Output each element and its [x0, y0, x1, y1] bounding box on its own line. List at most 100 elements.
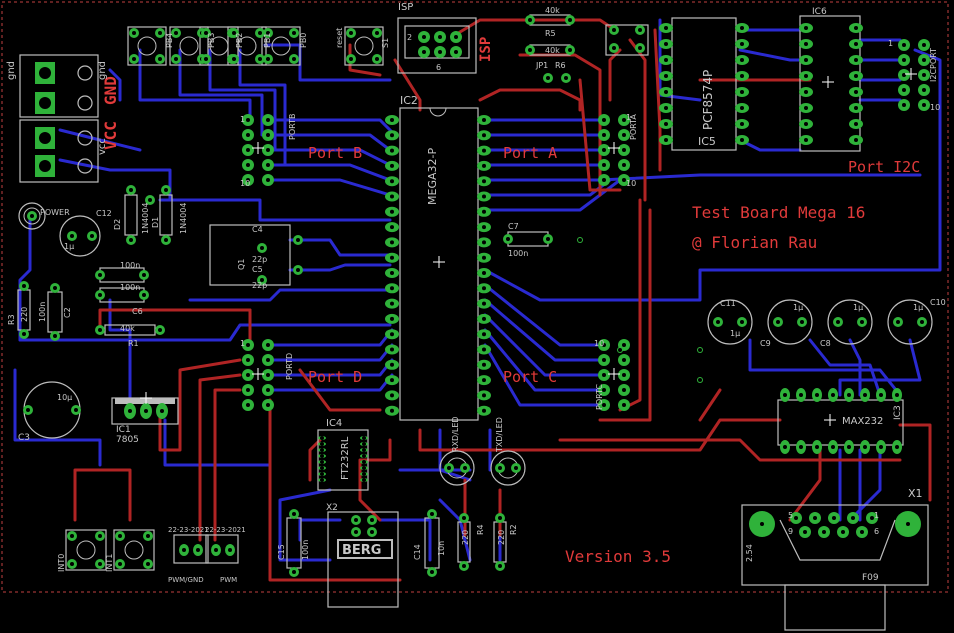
ic2-pad-hole: [390, 133, 394, 138]
ic6-pad-hole: [854, 42, 858, 46]
ic6-pad-hole: [854, 74, 858, 78]
portb-pad-hole: [246, 178, 250, 182]
r2-name: R2: [509, 524, 518, 535]
int1-button-outline: [113, 529, 155, 571]
portb-pad-hole: [266, 178, 270, 182]
portd-pad-hole: [266, 343, 270, 347]
portb-pad-hole: [266, 148, 270, 152]
title-line1: Test Board Mega 16: [692, 203, 865, 222]
c4-name: C4: [252, 225, 263, 234]
ic5-pad-hole: [740, 90, 744, 94]
part-pad-hole: [22, 284, 26, 288]
part-pad-hole: [260, 246, 264, 250]
porta-pad-hole: [622, 178, 626, 182]
x1-pad-hole: [803, 530, 807, 534]
ic3-pad-hole: [879, 393, 883, 397]
gnd-label: GND: [101, 76, 120, 105]
i2c-header-label: I2CPORT: [929, 48, 938, 82]
pb2-label: PB2: [235, 33, 244, 48]
i2c-pad-hole: [922, 58, 926, 62]
int0-button-outline: [65, 529, 107, 571]
ic4-pad-hole: [362, 460, 366, 464]
ic1-pad-hole: [144, 409, 148, 413]
ic2-pad-hole: [482, 179, 486, 184]
ic4-pad-hole: [320, 448, 324, 452]
ic2-pad-hole: [482, 240, 486, 245]
int-button-pad-hole: [118, 562, 122, 566]
button-pad-hole: [258, 31, 262, 35]
via-hole: [698, 378, 702, 382]
x1-dim-label: 2.54: [745, 544, 754, 562]
button-pad-hole: [232, 31, 236, 35]
ic3-pad-hole: [863, 393, 867, 397]
ic5-pad-hole: [664, 26, 668, 30]
ic5-name: IC5: [698, 135, 716, 148]
porta-pad-hole: [602, 118, 606, 122]
porta-pad-hole: [602, 148, 606, 152]
ic5-outline: [671, 17, 737, 151]
ic5-pad-hole: [740, 58, 744, 62]
button-pad-hole: [174, 57, 178, 61]
int-button-pad-hole: [70, 562, 74, 566]
c14-value: 10n: [437, 541, 446, 556]
ic2-pad-hole: [482, 301, 486, 306]
pwm-pad-hole: [196, 548, 200, 552]
ic5-pad-hole: [740, 122, 744, 126]
ic6-pad-hole: [804, 42, 808, 46]
i2c-pin1-label: 1: [888, 39, 893, 48]
ic4-value: FT232RL: [340, 436, 351, 480]
ic6-pad-hole: [804, 122, 808, 126]
r4-value: 220: [461, 530, 470, 545]
ic5-pad-hole: [664, 74, 668, 78]
part-pad-hole: [53, 286, 57, 290]
part-pad-hole: [98, 293, 102, 297]
button-pad-hole: [174, 31, 178, 35]
portd-pin1-label: 1: [240, 339, 245, 348]
part-pad-hole: [506, 237, 510, 241]
rxd-led-label: RXD/LED: [451, 416, 460, 452]
jp1-name: JP1: [535, 61, 548, 70]
via-hole: [578, 238, 582, 242]
port-a-label: Port A: [503, 144, 557, 162]
ic3-pad-hole: [799, 445, 803, 449]
pb1-label: PB1: [263, 33, 272, 48]
part-pad-hole: [260, 278, 264, 282]
ic3-pad-hole: [895, 393, 899, 397]
x1-mount-pad-hole: [906, 522, 910, 526]
power-label: POWER: [40, 208, 70, 217]
porta-pad-hole: [622, 133, 626, 137]
r3-value: 220: [20, 307, 29, 322]
ic2-pad-hole: [390, 148, 394, 153]
vcc-label: VCC: [101, 121, 120, 150]
ic2-pad-hole: [482, 148, 486, 153]
x1-pin9-label: 9: [788, 527, 793, 536]
portd-pad-hole: [246, 403, 250, 407]
portd-header-label: PORTD: [285, 353, 294, 380]
button-pad-hole: [266, 57, 270, 61]
portb-pad-hole: [266, 118, 270, 122]
electrolytic-caps: [18, 202, 933, 486]
c7-value: 100n: [508, 249, 528, 258]
porta-pad-hole: [622, 118, 626, 122]
part-pad-hole: [296, 268, 300, 272]
r6-name: R6: [555, 61, 566, 70]
portd-pad-hole: [246, 373, 250, 377]
power-terminal: [19, 54, 99, 183]
via-hole: [698, 348, 702, 352]
c6-name: C6: [132, 307, 143, 316]
x2-pad-hole: [370, 518, 374, 522]
gnd-small-label-2: gnd: [97, 61, 108, 80]
ic2-pad-hole: [390, 209, 394, 214]
part-pad-hole: [70, 234, 74, 238]
i2c-pad-hole: [922, 73, 926, 77]
x2-pad-hole: [354, 530, 358, 534]
x1-name: X1: [908, 487, 923, 500]
part-pad-hole: [142, 293, 146, 297]
x2-pad-hole: [354, 518, 358, 522]
ic3-pad-hole: [815, 393, 819, 397]
i2c-pad-hole: [902, 58, 906, 62]
x1-mount-pad-hole: [760, 522, 764, 526]
ic2-value: MEGA32-P: [426, 148, 439, 205]
pwm-part-2: 22-23-2021: [205, 526, 246, 534]
button-pad-hole: [292, 31, 296, 35]
